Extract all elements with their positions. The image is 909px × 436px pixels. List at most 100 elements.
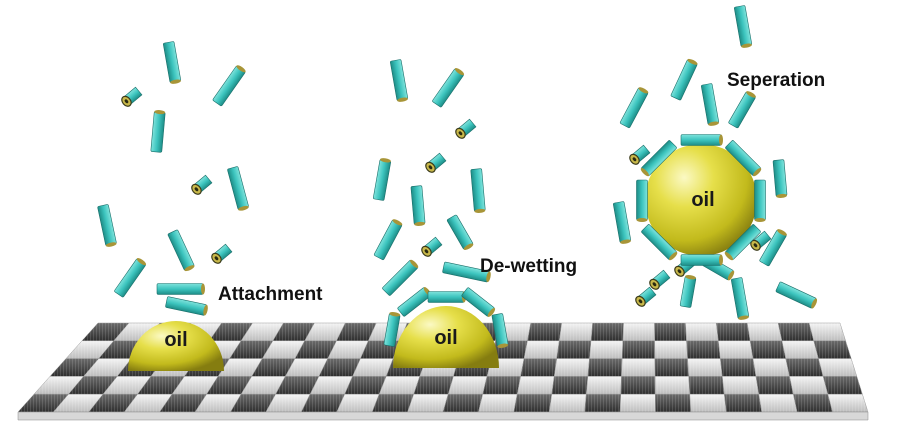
mesh-tile-texture <box>172 376 219 395</box>
mesh-tile-texture <box>195 394 242 412</box>
mesh-tile-texture <box>66 340 114 359</box>
nanorod <box>390 59 408 102</box>
mesh-tile-texture <box>549 394 587 412</box>
oil-droplet-left: oil <box>128 321 224 371</box>
nanorod-end-view <box>455 118 477 139</box>
mesh-tile-texture <box>655 376 690 395</box>
nanorod <box>640 140 677 177</box>
mesh-tile-texture <box>813 340 852 359</box>
mesh-tile-texture <box>336 394 380 412</box>
mesh-tile-texture <box>520 358 557 377</box>
mesh-tile-texture <box>88 394 138 412</box>
mesh-tile-texture <box>448 376 488 395</box>
mesh-tile-texture <box>622 340 655 359</box>
nanorod <box>227 166 249 211</box>
nanorod <box>427 291 466 303</box>
nanorod <box>156 283 205 295</box>
mesh-tile-texture <box>275 376 319 395</box>
mesh-tile-texture <box>513 394 552 412</box>
mesh-tile-texture <box>687 358 723 377</box>
mesh-tile-texture <box>686 340 721 359</box>
nanorod <box>373 158 391 201</box>
mesh-tile-texture <box>554 358 590 377</box>
mesh-tile-texture <box>352 358 394 377</box>
nanorod-end-view <box>635 286 657 307</box>
mesh-tile-texture <box>655 394 691 412</box>
mesh-tile-texture <box>620 394 656 412</box>
mesh-tile-texture <box>443 394 483 412</box>
mesh-tile-texture <box>83 358 132 377</box>
nanorod <box>461 287 496 317</box>
mesh-tile-texture <box>295 340 337 359</box>
mesh-tile-texture <box>524 340 560 359</box>
oil-droplet-right: oil <box>645 144 757 256</box>
mesh-tile-texture <box>789 376 828 395</box>
nanorod <box>114 258 147 298</box>
mesh-tile-texture <box>591 323 624 341</box>
nanorod-end-view <box>191 174 213 195</box>
nanorod <box>446 214 474 250</box>
nanorod <box>383 312 401 347</box>
nanorod <box>731 277 749 320</box>
attachment-label: Attachment <box>218 284 323 305</box>
nanorod <box>734 5 752 48</box>
nanorod <box>167 229 195 272</box>
mesh-tile-texture <box>685 323 719 341</box>
oil-label-right: oil <box>691 189 714 211</box>
mesh-tile-texture <box>229 340 273 359</box>
mesh-tile-texture <box>809 323 846 341</box>
mesh-tile-texture <box>407 394 449 412</box>
mesh-tile-texture <box>818 358 857 377</box>
mesh-tile-texture <box>584 394 621 412</box>
nanorod <box>772 159 788 198</box>
mesh-tile-texture <box>68 376 118 395</box>
mesh-tile-texture <box>722 376 759 395</box>
mesh-tile-texture <box>654 358 689 377</box>
mesh-tile-texture <box>159 394 207 412</box>
mesh-tile-texture <box>272 323 315 341</box>
nanorod <box>150 110 166 153</box>
mesh-tile-texture <box>53 394 104 412</box>
mesh-tile-texture <box>230 394 276 412</box>
mesh-tile-texture <box>209 323 253 341</box>
mesh-tile-texture <box>720 358 756 377</box>
oil-droplet-middle: oil <box>393 306 499 368</box>
mesh-tile-texture <box>103 376 151 395</box>
nanorods <box>97 5 818 348</box>
mesh-tile-texture <box>586 376 622 395</box>
nanorod <box>728 91 756 129</box>
oil-label-left: oil <box>164 329 187 351</box>
mesh-tile-texture <box>379 376 420 395</box>
mesh-tile-texture <box>747 323 782 341</box>
mesh-tile-texture <box>344 376 387 395</box>
mesh-tile-texture <box>206 376 252 395</box>
nanorod <box>759 229 787 267</box>
mesh-tile-texture <box>301 394 345 412</box>
mesh-tile-texture <box>724 394 762 412</box>
nanorod <box>97 204 117 247</box>
nanorod <box>641 224 678 261</box>
nanorod <box>670 58 698 101</box>
nanorod <box>724 224 761 261</box>
mesh-tile-texture <box>589 340 623 359</box>
oil-label-middle: oil <box>434 327 457 349</box>
nanorod <box>701 83 719 126</box>
mesh-tile-texture <box>372 394 414 412</box>
nanorod-end-view <box>421 236 443 257</box>
mesh-tile-texture <box>413 376 454 395</box>
mesh-tile-texture <box>688 376 725 395</box>
mesh-tile-texture <box>654 323 687 341</box>
nanorod <box>432 68 465 108</box>
mesh-tile-texture <box>559 323 593 341</box>
mesh-tile-texture <box>285 358 328 377</box>
nanorod <box>212 65 246 107</box>
mesh-tile-texture <box>620 376 656 395</box>
mesh-tile-texture <box>556 340 592 359</box>
nanorod-end-view <box>425 152 447 173</box>
mesh-tile-texture <box>622 323 655 341</box>
mesh-tile-texture <box>587 358 623 377</box>
mesh-tile-texture <box>34 376 84 395</box>
nanorod-end-view <box>649 269 671 290</box>
mesh-tile-texture <box>318 358 361 377</box>
